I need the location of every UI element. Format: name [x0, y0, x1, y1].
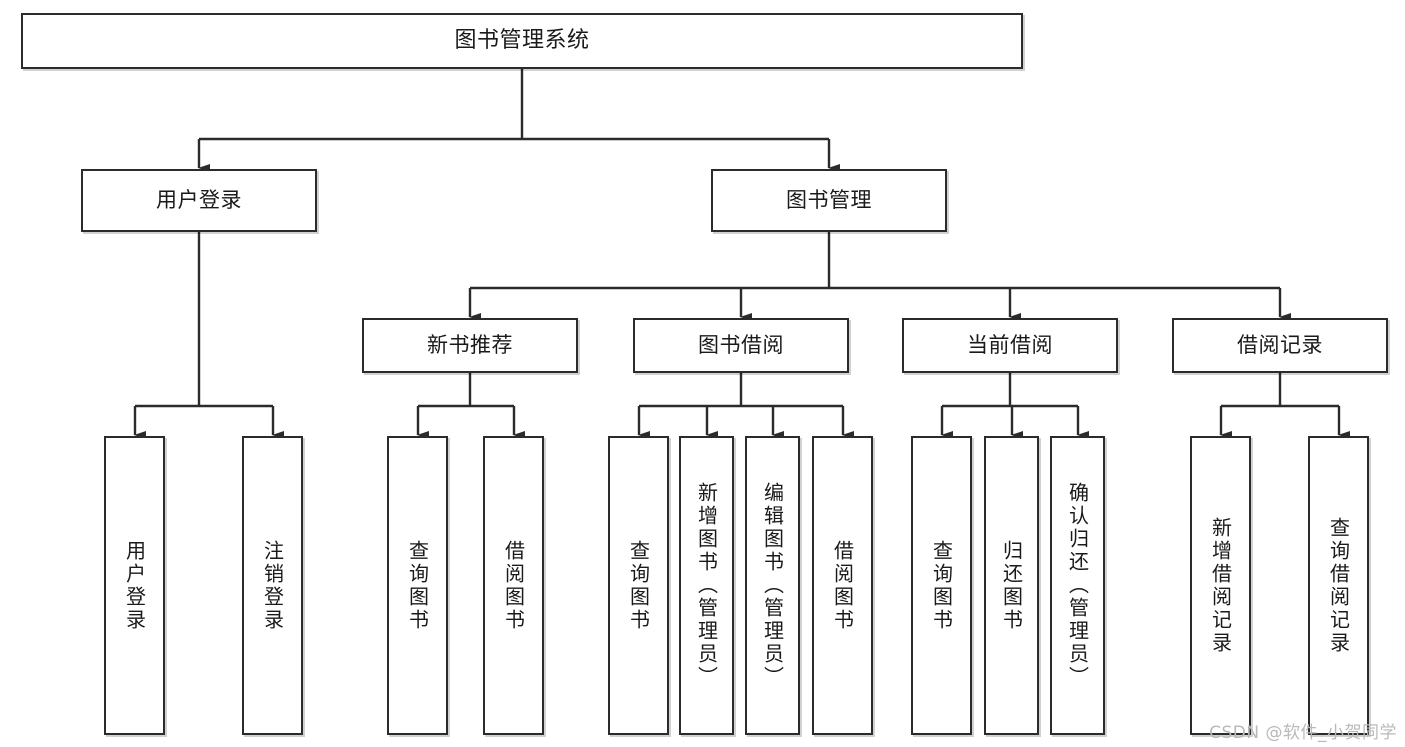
node-label: 新书推荐 — [427, 333, 513, 358]
node-leaf-7[interactable]: 编辑图书（管理员） — [745, 436, 800, 735]
node-records[interactable]: 借阅记录 — [1172, 318, 1388, 373]
node-label: 确认归还（管理员） — [1065, 482, 1090, 689]
node-leaf-10[interactable]: 归还图书 — [984, 436, 1039, 735]
node-leaf-12[interactable]: 新增借阅记录 — [1190, 436, 1251, 735]
node-label: 当前借阅 — [967, 333, 1053, 358]
node-label: 查询借阅记录 — [1326, 516, 1351, 655]
node-label: 借阅图书 — [501, 539, 526, 632]
node-leaf-1[interactable]: 用户登录 — [104, 436, 165, 735]
node-leaf-13[interactable]: 查询借阅记录 — [1308, 436, 1369, 735]
node-leaf-2[interactable]: 注销登录 — [242, 436, 303, 735]
watermark-text: CSDN @软件_小贺同学 — [1209, 723, 1397, 743]
node-leaf-9[interactable]: 查询图书 — [911, 436, 972, 735]
node-label: 查询图书 — [405, 539, 430, 632]
node-login[interactable]: 用户登录 — [81, 169, 317, 232]
node-leaf-6[interactable]: 新增图书（管理员） — [679, 436, 734, 735]
node-leaf-5[interactable]: 查询图书 — [608, 436, 669, 735]
node-bookmgmt[interactable]: 图书管理 — [711, 169, 947, 232]
node-label: 借阅图书 — [830, 539, 855, 632]
node-label: 编辑图书（管理员） — [760, 482, 785, 689]
node-current[interactable]: 当前借阅 — [902, 318, 1118, 373]
node-leaf-3[interactable]: 查询图书 — [387, 436, 448, 735]
node-label: 新增借阅记录 — [1208, 516, 1233, 655]
node-label: 用户登录 — [156, 188, 242, 213]
node-label: 新增图书（管理员） — [694, 482, 719, 689]
node-label: 用户登录 — [122, 539, 147, 632]
node-label: 图书管理 — [786, 188, 872, 213]
node-label: 查询图书 — [929, 539, 954, 632]
node-leaf-4[interactable]: 借阅图书 — [483, 436, 544, 735]
node-borrow[interactable]: 图书借阅 — [633, 318, 849, 373]
node-label: 归还图书 — [999, 539, 1024, 632]
node-label: 查询图书 — [626, 539, 651, 632]
node-root[interactable]: 图书管理系统 — [21, 13, 1023, 69]
node-label: 借阅记录 — [1237, 333, 1323, 358]
node-leaf-8[interactable]: 借阅图书 — [812, 436, 873, 735]
node-leaf-11[interactable]: 确认归还（管理员） — [1050, 436, 1105, 735]
node-label: 注销登录 — [260, 539, 285, 632]
node-label: 图书借阅 — [698, 333, 784, 358]
node-label: 图书管理系统 — [454, 28, 590, 54]
node-newbook[interactable]: 新书推荐 — [362, 318, 578, 373]
